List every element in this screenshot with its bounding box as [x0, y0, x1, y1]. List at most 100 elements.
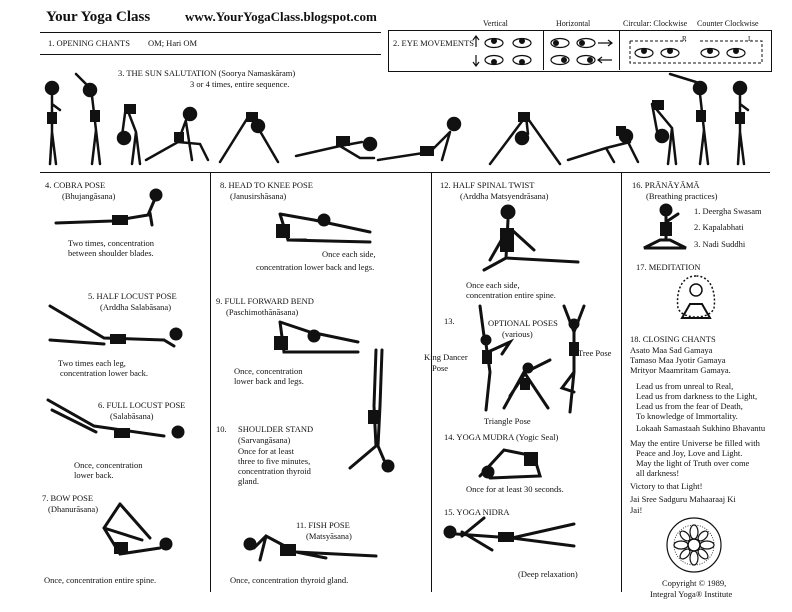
copyright-line-1: Copyright © 1989, — [662, 578, 727, 588]
closing-may-1: May the entire Universe be filled with — [630, 438, 760, 448]
yoga-nidra-note: (Deep relaxation) — [518, 569, 578, 579]
shoulder-stand-number: 10. — [216, 424, 227, 434]
sun-salutation-title: 3. THE SUN SALUTATION (Soorya Namaskāram… — [118, 68, 296, 78]
pranayama-figure — [643, 203, 687, 250]
forward-bend-sanskrit: (Paschimothānāsana) — [226, 307, 299, 317]
integral-yoga-seal-icon — [666, 517, 722, 573]
shoulder-stand-note-1: Once for at least — [238, 446, 294, 456]
spinal-twist-figure — [482, 204, 580, 272]
full-locust-note-2: lower back. — [74, 470, 114, 480]
optional-number: 13. — [444, 316, 455, 326]
head-knee-sanskrit: (Janusirshāsana) — [230, 191, 287, 201]
closing-may-4: all darkness! — [636, 468, 680, 478]
divider — [431, 172, 432, 592]
divider — [40, 172, 770, 173]
eye-movements-box — [388, 30, 772, 72]
optional-title: OPTIONAL POSES — [488, 318, 558, 328]
page-title: Your Yoga Class — [46, 9, 151, 25]
eye-movements-label: 2. EYE MOVEMENTS — [393, 38, 474, 48]
fish-title: 11. FISH POSE — [296, 520, 350, 530]
closing-title: 18. CLOSING CHANTS — [630, 334, 716, 344]
shoulder-stand-note-2: three to five minutes, — [238, 456, 311, 466]
cobra-note-1: Two times, concentration — [68, 238, 155, 248]
closing-victory: Victory to that Light! — [630, 481, 703, 491]
bow-title: 7. BOW POSE — [42, 493, 94, 503]
bow-pose-figure — [102, 502, 173, 556]
yoga-mudra-note: Once for at least 30 seconds. — [466, 484, 564, 494]
counter-label: Counter Clockwise — [697, 19, 759, 28]
shoulder-stand-figure — [348, 348, 395, 473]
triangle-pose-label: Triangle Pose — [484, 416, 531, 426]
king-dancer-label-2: Pose — [432, 363, 449, 373]
closing-chant-2: Tamaso Maa Jyotir Gamaya — [630, 355, 726, 365]
meditation-title: 17. MEDITATION — [636, 262, 701, 272]
closing-jai-2: Jai! — [630, 505, 643, 515]
king-dancer-label-1: King Dancer — [424, 352, 468, 362]
head-knee-note-1: Once each side, — [322, 249, 376, 259]
full-locust-note-1: Once, concentration — [74, 460, 143, 470]
yoga-nidra-title: 15. YOGA NIDRA — [444, 507, 510, 517]
pranayama-item-3: 3. Nadi Suddhi — [694, 239, 746, 249]
twist-note-2: concentration entire spine. — [466, 290, 556, 300]
fish-sanskrit: (Matsyāsana) — [306, 531, 352, 541]
full-locust-figure — [46, 398, 185, 439]
forward-bend-note-2: lower back and legs. — [234, 376, 304, 386]
pranayama-title: 16. PRĀNĀYĀMĀ — [632, 180, 700, 190]
closing-jai-1: Jai Sree Sadguru Mahaaraaj Ki — [630, 494, 736, 504]
opening-chants-label: 1. OPENING CHANTS — [48, 38, 130, 48]
blog-url: www.YourYogaClass.blogspot.com — [185, 9, 377, 24]
opening-chants-text: OM; Hari OM — [148, 38, 198, 48]
divider — [543, 30, 544, 70]
pranayama-item-2: 2. Kapalabhati — [694, 222, 744, 232]
cobra-sanskrit: (Bhujangāsana) — [62, 191, 116, 201]
divider — [210, 172, 211, 592]
shoulder-stand-note-4: gland. — [238, 476, 260, 486]
closing-chant-3: Mrityor Maamritam Gamaya. — [630, 365, 731, 375]
half-locust-note-2: concentration lower back. — [60, 368, 149, 378]
sun-salutation-sequence-figures — [44, 72, 750, 166]
circular-label: Circular: Clockwise — [623, 19, 688, 28]
divider — [621, 172, 622, 592]
sun-salutation-note: 3 or 4 times, entire sequence. — [190, 79, 290, 89]
closing-english-2: Lead us from darkness to the Light, — [636, 391, 758, 401]
closing-may-3: May the light of Truth over come — [636, 458, 750, 468]
closing-lokah: Lokaah Samastaah Sukhino Bhavantu — [636, 423, 766, 433]
half-locust-note-1: Two times each leg, — [58, 358, 126, 368]
pranayama-item-1: 1. Deergha Swasam — [694, 206, 762, 216]
vertical-label: Vertical — [483, 19, 508, 28]
eye-vertical-icon — [472, 35, 532, 67]
shoulder-stand-title: SHOULDER STAND — [238, 424, 314, 434]
head-knee-title: 8. HEAD TO KNEE POSE — [220, 180, 313, 190]
yoga-nidra-figure — [443, 516, 576, 552]
half-locust-figure — [48, 304, 183, 348]
twist-note-1: Once each side, — [466, 280, 520, 290]
forward-bend-title: 9. FULL FORWARD BEND — [216, 296, 314, 306]
closing-english-3: Lead us from the fear of Death, — [636, 401, 743, 411]
cobra-note-2: between shoulder blades. — [68, 248, 154, 258]
svg-text:R: R — [682, 35, 687, 43]
yoga-mudra-title: 14. YOGA MUDRA (Yogic Seal) — [444, 432, 559, 442]
closing-english-4: To knowledge of Immortality. — [636, 411, 738, 421]
shoulder-stand-sanskrit: (Sarvangāsana) — [238, 435, 291, 445]
closing-chant-1: Asato Maa Sad Gamaya — [630, 345, 713, 355]
cobra-pose-figure — [54, 188, 163, 227]
forward-bend-figure — [274, 320, 360, 354]
svg-text:L: L — [748, 35, 752, 43]
pranayama-sub: (Breathing practices) — [646, 191, 718, 201]
shoulder-stand-note-3: concentration thyroid — [238, 466, 311, 476]
half-locust-title: 5. HALF LOCUST POSE — [88, 291, 177, 301]
fish-pose-figure — [243, 534, 378, 562]
half-locust-sanskrit: (Arddha Salabāsana) — [100, 302, 172, 312]
head-to-knee-figure — [276, 212, 372, 244]
tree-pose-label: Tree Pose — [578, 348, 612, 358]
twist-sanskrit: (Arddha Matsyendrāsana) — [460, 191, 549, 201]
optional-poses-figures — [478, 304, 586, 414]
closing-english-1: Lead us from unreal to Real, — [636, 381, 734, 391]
fish-note: Once, concentration thyroid gland. — [230, 575, 349, 585]
meditation-figure — [676, 275, 716, 319]
divider — [619, 30, 620, 70]
closing-may-2: Peace and Joy, Love and Light. — [636, 448, 743, 458]
forward-bend-note-1: Once, concentration — [234, 366, 303, 376]
copyright-line-2: Integral Yoga® Institute — [650, 589, 733, 599]
full-locust-sanskrit: (Salabāsana) — [110, 411, 154, 421]
